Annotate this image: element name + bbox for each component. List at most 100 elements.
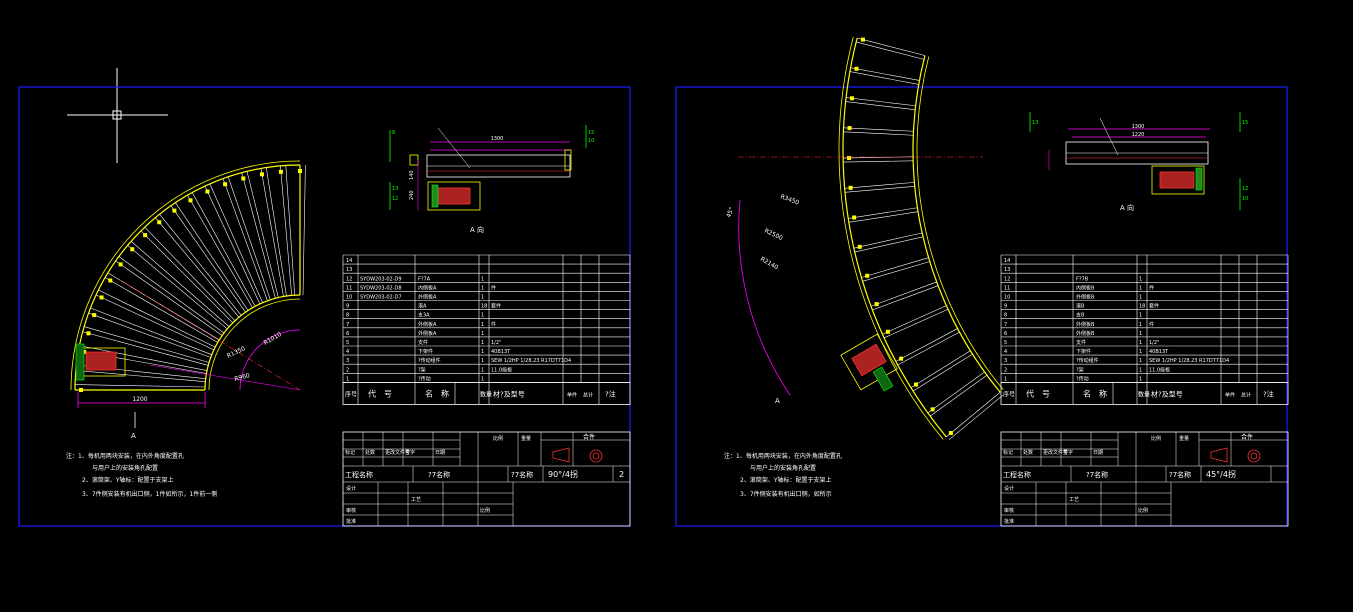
right-view-label: A — [775, 397, 780, 405]
title-cell: 重量 — [1179, 435, 1189, 442]
roller-bracket — [899, 356, 904, 361]
svg-text:15: 15 — [1242, 120, 1248, 126]
svg-text:1: 1 — [481, 295, 484, 301]
svg-text:支件: 支件 — [418, 339, 428, 346]
roller-bracket — [885, 329, 890, 334]
svg-text:10: 10 — [1242, 196, 1248, 202]
right-a-view[interactable]: 1300 1220 13 15 12 10 A 向 — [1029, 112, 1248, 212]
svg-text:2: 2 — [1004, 367, 1007, 373]
roller — [209, 183, 263, 303]
left-a-view[interactable]: 1300 240 140 8 13 12 15 10 A 向 — [389, 125, 594, 234]
roller — [90, 307, 212, 355]
roller — [895, 328, 958, 362]
title-cell: 日期 — [435, 450, 445, 456]
roller — [144, 226, 236, 321]
svg-text:1: 1 — [481, 331, 484, 337]
svg-text:8: 8 — [1004, 313, 1007, 319]
svg-text:14: 14 — [1004, 258, 1010, 264]
svg-text:支B: 支B — [1076, 312, 1085, 319]
title-cell: 比例 — [480, 507, 490, 514]
roller — [175, 202, 249, 311]
radius-line — [149, 364, 301, 391]
crosshair-cursor — [67, 68, 168, 163]
right-curve-conveyor[interactable] — [838, 0, 1353, 441]
title-cell: 更改文件号 — [1043, 449, 1068, 456]
roller — [241, 172, 276, 299]
svg-text:1300: 1300 — [491, 136, 504, 142]
svg-text:R2140: R2140 — [759, 256, 779, 272]
roller — [127, 245, 228, 330]
bom-row[interactable]: 14 — [1004, 258, 1010, 264]
svg-text:1: 1 — [481, 376, 484, 382]
svg-text:内侧板A: 内侧板A — [418, 284, 437, 291]
bom-row[interactable]: 13 — [346, 267, 352, 273]
svg-text:1220: 1220 — [1132, 132, 1145, 138]
right-a-view-title: A 向 — [1120, 203, 1134, 212]
svg-text:2、滚筒架、Y轴标：配置于支架上: 2、滚筒架、Y轴标：配置于支架上 — [82, 476, 173, 484]
title-cell: 处数 — [365, 449, 375, 456]
roller-bracket — [86, 331, 91, 336]
roller-bracket — [99, 295, 104, 300]
roller-bracket — [143, 233, 148, 238]
svg-text:18: 18 — [481, 304, 487, 310]
svg-text:1/2": 1/2" — [1149, 340, 1159, 346]
svg-text:12: 12 — [1004, 276, 1010, 282]
title-cell: 比例 — [1151, 435, 1161, 442]
roller — [265, 167, 287, 296]
title-cell: 设计 — [1004, 485, 1014, 492]
bom-row[interactable]: 13 — [1004, 267, 1010, 273]
bom-header-cell: 总计 — [1241, 391, 1251, 398]
svg-text:1: 1 — [1139, 376, 1142, 382]
bom-header-cell: 代 号 — [1026, 388, 1050, 398]
svg-text:1: 1 — [1139, 295, 1142, 301]
roller — [187, 194, 253, 308]
roller-bracket — [118, 262, 123, 267]
title-cell: 比例 — [1138, 507, 1148, 514]
roller-bracket — [847, 126, 852, 131]
svg-text:?传动组件: ?传动组件 — [1076, 357, 1099, 364]
bom-row[interactable]: 14 — [346, 258, 352, 264]
svg-text:滚A: 滚A — [418, 303, 427, 310]
roller — [98, 289, 216, 348]
roller-bracket — [157, 220, 162, 225]
roller — [191, 192, 256, 307]
svg-text:R2500: R2500 — [763, 227, 784, 242]
roller — [302, 164, 306, 296]
projection-circle-icon — [589, 449, 603, 463]
left-curve-conveyor[interactable] — [70, 160, 306, 392]
curve-frame-arc — [208, 298, 301, 391]
title-cell: 处数 — [1023, 449, 1033, 456]
svg-text:12: 12 — [392, 196, 398, 202]
roller — [862, 261, 930, 282]
name-label: ?7名称 — [1169, 470, 1191, 479]
